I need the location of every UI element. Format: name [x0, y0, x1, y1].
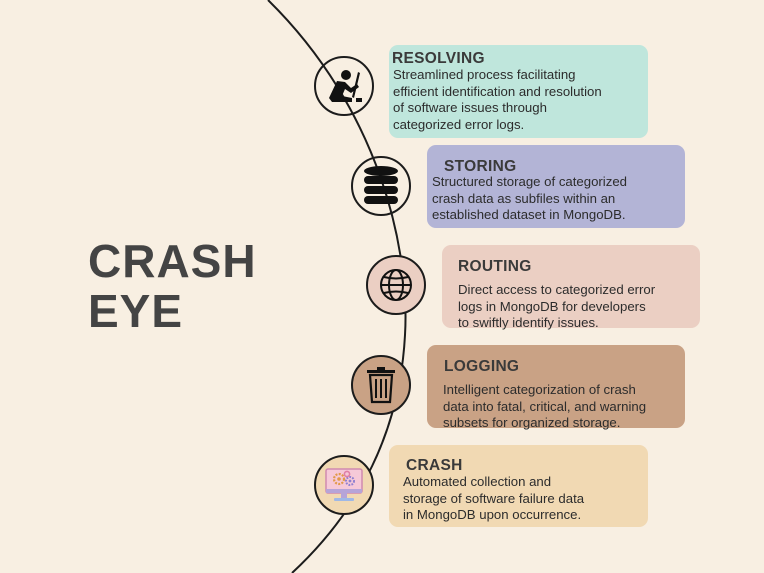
monitor-gears-icon — [325, 468, 363, 501]
stage-description-line: categorized error logs. — [393, 116, 525, 132]
stage-description-line: subsets for organized storage. — [443, 415, 621, 430]
stage-title-logging: LOGGING — [444, 358, 520, 375]
trash-bin-icon — [367, 367, 395, 404]
stage-description-line: Structured storage of categorized — [432, 174, 627, 189]
brand-title-line-2: EYE — [88, 285, 184, 337]
stage-description-logging: Intelligent categorization of crash data… — [443, 382, 646, 432]
stage-node-resolving — [314, 56, 374, 116]
stage-node-crash — [314, 455, 374, 515]
stage-description-line: established dataset in MongoDB. — [432, 207, 626, 222]
stage-node-routing — [366, 255, 426, 315]
brand-title-line-1: CRASH — [88, 235, 257, 287]
stage-description-line: of software issues through — [393, 100, 547, 115]
stage-description-line: storage of software failure data — [403, 490, 585, 506]
stage-node-storing — [351, 156, 411, 216]
person-repairing-icon — [329, 70, 362, 102]
stage-card-logging: LOGGING Intelligent categorization of cr… — [427, 345, 685, 430]
stage-description-routing: Direct access to categorized error logs … — [458, 282, 655, 332]
stage-description-line: efficient identification and resolution — [393, 83, 602, 99]
stage-card-crash: CRASH Automated collection and storage o… — [389, 445, 648, 527]
stage-description-crash: Automated collection and storage of soft… — [403, 474, 584, 524]
stage-description-resolving: Streamlined process facilitating efficie… — [393, 67, 602, 133]
stage-description-line: Direct access to categorized error — [458, 282, 656, 297]
stage-card-storing: STORING Structured storage of categorize… — [427, 145, 685, 228]
globe-icon — [380, 269, 412, 301]
stage-card-routing: ROUTING Direct access to categorized err… — [442, 245, 700, 330]
stage-title-crash: CRASH — [406, 457, 463, 474]
stage-description-line: Intelligent categorization of crash — [443, 382, 636, 397]
stage-title-resolving: RESOLVING — [392, 50, 485, 67]
stage-description-line: Automated collection and — [403, 474, 552, 489]
stage-title-storing: STORING — [444, 158, 517, 175]
stage-description-line: in MongoDB upon occurrence. — [403, 507, 582, 522]
stage-description-line: Streamlined process facilitating — [393, 67, 576, 82]
stage-card-resolving: RESOLVING Streamlined process facilitati… — [389, 45, 648, 138]
stage-description-line: to swiftly identify issues. — [458, 315, 599, 330]
stage-title-routing: ROUTING — [458, 258, 532, 275]
stage-node-logging — [351, 355, 411, 415]
stage-description-line: data into fatal, critical, and warning — [443, 398, 647, 414]
brand-title: CRASH EYE — [88, 236, 257, 336]
stage-description-storing: Structured storage of categorized crash … — [432, 174, 627, 224]
database-icon — [364, 166, 398, 204]
stage-description-line: logs in MongoDB for developers — [458, 298, 646, 314]
stage-description-line: crash data as subfiles within an — [432, 190, 616, 206]
